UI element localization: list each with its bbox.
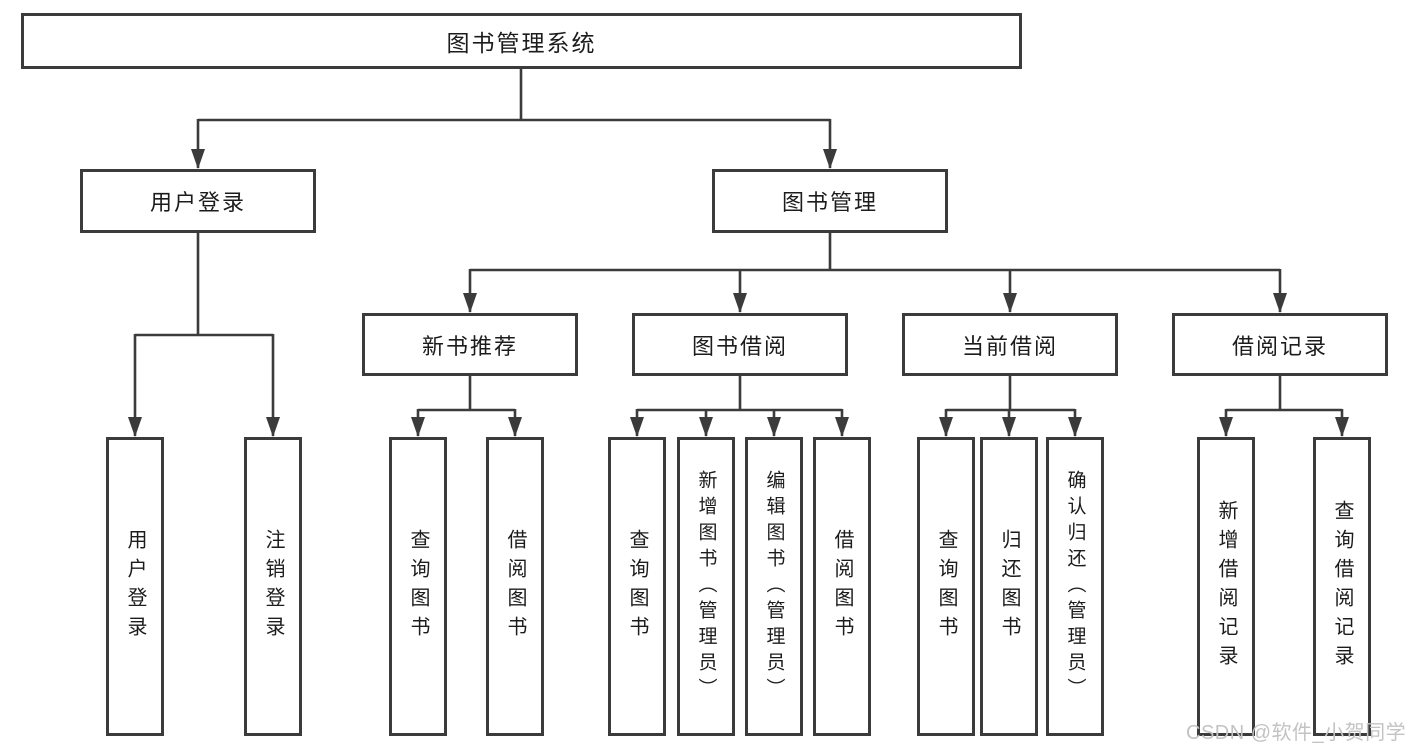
node-label: 归还图书 — [998, 528, 1020, 645]
node-borrow-records: 借阅记录 — [1172, 313, 1388, 376]
node-label: 新增借阅记录 — [1215, 499, 1237, 674]
wire-borrow-to-leaves — [630, 376, 849, 437]
node-label: 借阅记录 — [1231, 333, 1328, 359]
leaf-recommend-query-book: 查询图书 — [389, 437, 447, 736]
wire-records-to-leaves — [1219, 376, 1349, 437]
node-root: 图书管理系统 — [21, 13, 1022, 69]
leaf-recommend-borrow-book: 借阅图书 — [486, 437, 544, 736]
leaf-records-add-record: 新增借阅记录 — [1197, 437, 1255, 736]
node-label: 查询借阅记录 — [1331, 499, 1353, 674]
wire-management-to-modules — [463, 233, 1287, 313]
node-new-book-recommend: 新书推荐 — [362, 313, 578, 376]
node-label: 图书管理系统 — [446, 30, 597, 56]
node-label: 确认归还（管理员） — [1064, 469, 1086, 704]
leaf-borrow-add-book-admin: 新增图书（管理员） — [677, 437, 735, 736]
node-label: 图书管理 — [781, 190, 878, 215]
node-user-login: 用户登录 — [80, 169, 316, 233]
leaf-current-query-book: 查询图书 — [917, 437, 975, 736]
leaf-logout-login: 注销登录 — [244, 437, 302, 736]
wire-current-to-leaves — [939, 376, 1082, 437]
node-label: 图书借阅 — [691, 333, 788, 359]
node-book-borrow: 图书借阅 — [632, 313, 848, 376]
node-label: 借阅图书 — [831, 528, 853, 645]
node-current-borrow: 当前借阅 — [902, 313, 1118, 376]
wire-root-to-level2 — [191, 68, 837, 169]
leaf-current-return-book: 归还图书 — [980, 437, 1038, 736]
leaf-current-confirm-return-admin: 确认归还（管理员） — [1046, 437, 1104, 736]
node-label: 用户登录 — [124, 528, 146, 645]
leaf-user-login: 用户登录 — [106, 437, 164, 736]
watermark: CSDN @软件_小贺同学 — [1186, 722, 1405, 744]
wire-recommend-to-leaves — [411, 376, 522, 437]
node-label: 编辑图书（管理员） — [763, 469, 785, 704]
leaf-borrow-query-book: 查询图书 — [608, 437, 666, 736]
leaf-records-query-record: 查询借阅记录 — [1313, 437, 1371, 736]
wire-login-to-leaves — [128, 233, 280, 437]
node-label: 用户登录 — [149, 190, 246, 215]
node-label: 查询图书 — [935, 528, 957, 645]
node-label: 新书推荐 — [421, 333, 518, 359]
node-label: 注销登录 — [262, 528, 284, 645]
leaf-borrow-edit-book-admin: 编辑图书（管理员） — [745, 437, 803, 736]
node-label: 新增图书（管理员） — [695, 469, 717, 704]
leaf-borrow-borrow-book: 借阅图书 — [813, 437, 871, 736]
node-label: 查询图书 — [407, 528, 429, 645]
node-label: 借阅图书 — [504, 528, 526, 645]
node-book-management: 图书管理 — [712, 169, 948, 233]
node-label: 查询图书 — [626, 528, 648, 645]
node-label: 当前借阅 — [961, 333, 1058, 359]
